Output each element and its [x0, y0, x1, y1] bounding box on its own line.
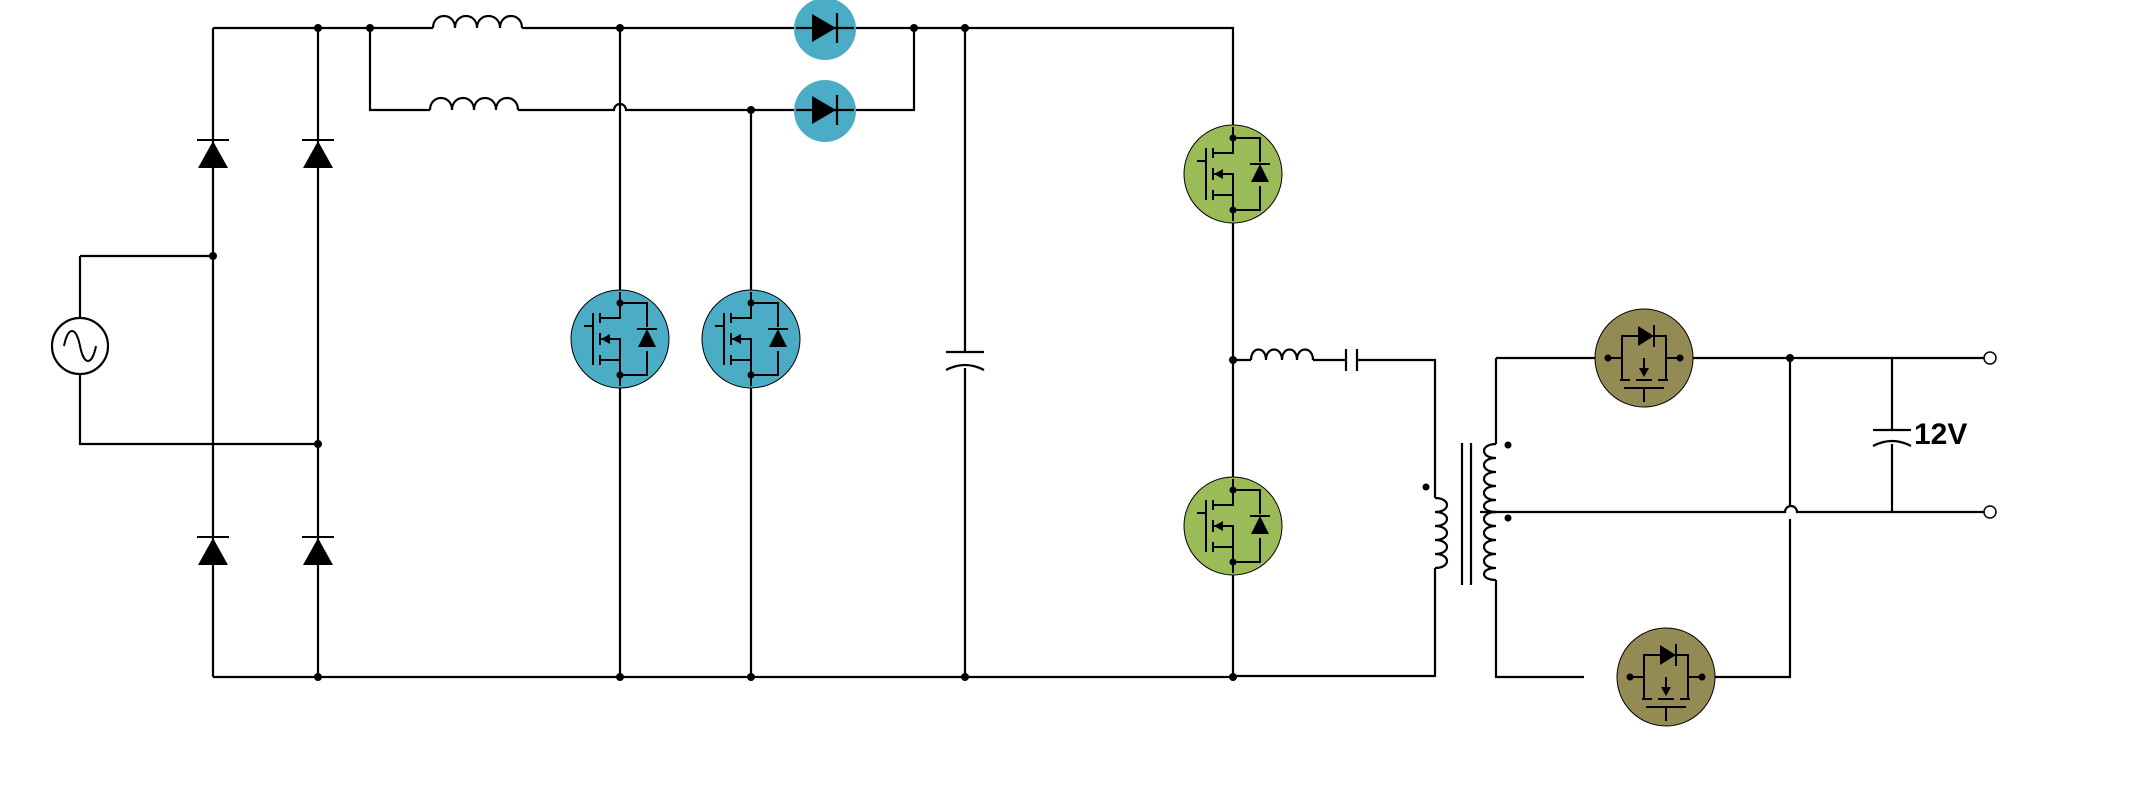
boost-diode-2	[794, 80, 856, 142]
secondary-winding-lower	[1482, 510, 1512, 582]
sine-wave-icon	[63, 330, 97, 362]
boost-inductor-1	[431, 14, 524, 29]
bridge-rectifier	[197, 139, 334, 565]
output-terminal-positive[interactable]	[1983, 351, 1997, 365]
output-terminal-negative[interactable]	[1983, 505, 1997, 519]
junction-dots	[209, 24, 1794, 681]
boost-inductor-2	[428, 96, 520, 111]
half-bridge-low-side-mosfet	[1183, 476, 1283, 576]
bridge-diode-top-left	[197, 139, 229, 168]
bridge-diode-bottom-left	[197, 536, 229, 565]
sync-rectifier-mosfet-bottom	[1616, 627, 1716, 727]
half-bridge-high-side-mosfet	[1183, 124, 1283, 224]
ac-voltage-source	[50, 316, 110, 376]
transformer-core	[1460, 443, 1473, 585]
output-voltage-label: 12V	[1914, 418, 1967, 451]
bridge-diode-top-right	[302, 139, 334, 168]
pfc-mosfet-1	[570, 289, 670, 389]
secondary-winding-upper	[1482, 441, 1512, 514]
resonant-inductor	[1249, 348, 1315, 361]
output-capacitor	[1872, 428, 1912, 447]
primary-winding	[1422, 483, 1449, 570]
boost-diode-1	[794, 0, 856, 60]
bulk-capacitor	[945, 350, 985, 371]
sync-rectifier-mosfet-top	[1594, 308, 1694, 408]
transformer	[1422, 441, 1512, 585]
wiring	[78, 26, 1990, 679]
resonant-capacitor	[1344, 349, 1359, 371]
output-terminals	[1983, 351, 1997, 519]
bridge-diode-bottom-right	[302, 536, 334, 565]
pfc-mosfet-2	[701, 289, 801, 389]
